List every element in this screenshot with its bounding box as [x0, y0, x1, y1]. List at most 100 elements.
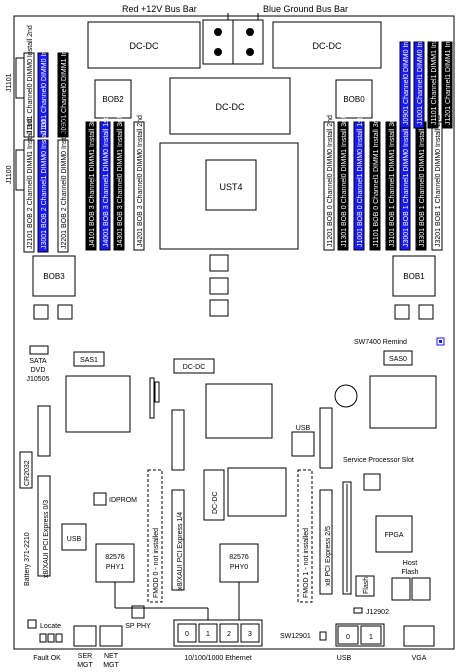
- pcie-slot-25: [319, 489, 333, 595]
- bob2-chip: [94, 79, 132, 119]
- phy1-chip: [95, 543, 135, 583]
- dimm-slot-label: J0901 Channel0 DIMM1 Install 3rd: [61, 26, 68, 134]
- dcdc-top-right: [272, 21, 382, 69]
- ser-mgt-label-1: SER: [78, 653, 92, 660]
- dimm-slot: [353, 121, 365, 251]
- dimm-slot: [57, 139, 69, 253]
- comp-left-1: [33, 304, 49, 320]
- coin-cell: [334, 384, 358, 408]
- bob2-label: BOB2: [102, 95, 124, 104]
- dcdc-center: [169, 77, 291, 135]
- sata-label: SATA: [29, 358, 47, 365]
- bob3-chip: [32, 255, 76, 297]
- side-connector-j1100: [15, 149, 25, 191]
- dimm-slot-label: J1301 BOB 0 Channel0 DIMM1 Install 3rd: [341, 117, 348, 247]
- pcie-upper-14: [171, 409, 185, 471]
- net-mgt-label-2: MGT: [103, 662, 119, 669]
- dcdc-top-right-label: DC-DC: [313, 41, 342, 51]
- dimm-slot-label: J2101 BOB 2 Channel0 DIMM1 Install 3rd: [27, 119, 34, 249]
- sas0-controller: [369, 375, 437, 429]
- sp-component: [363, 473, 381, 491]
- dimm-slot: [337, 121, 349, 251]
- phy0-label: PHY0: [230, 564, 248, 571]
- vga-port: [403, 625, 435, 647]
- ethernet-port-number: 3: [248, 631, 252, 638]
- dimm-slot: [427, 41, 439, 129]
- dimm-slot-label: J3101 BOB 1 Channel1 DIMM1 Install 3rd: [389, 117, 396, 247]
- host-flash-label-2: Flash: [401, 569, 418, 576]
- sata-jref-label: J10505: [27, 376, 50, 383]
- locate-led: [27, 619, 37, 629]
- dcdc-mid: [173, 358, 215, 374]
- pcie-upper-25: [319, 407, 333, 469]
- ethernet-port-number: 1: [206, 631, 210, 638]
- red-bus-bar-label: Red +12V Bus Bar: [122, 4, 197, 14]
- j12902-connector: [353, 607, 363, 614]
- sas1-connector: [73, 351, 105, 367]
- fpga-label: FPGA: [384, 532, 403, 539]
- bob1-label: BOB1: [403, 272, 425, 281]
- pcie-14-label: x8/XAUI PCI Express 1/4: [177, 512, 184, 590]
- dimm-slot: [441, 41, 453, 129]
- j12902-label: J12902: [366, 609, 389, 616]
- dimm-slot-label: J1001 Channel1 DIMM0 Install 1st: [417, 18, 424, 125]
- dimm-slot: [57, 52, 69, 138]
- dimm-slot-label: J1101 Channel0 DIMM0 Install 2nd: [27, 25, 34, 134]
- fmod0-label: FMOD 0 - not installed: [153, 528, 160, 598]
- usb-internal-center-label: USB: [296, 425, 311, 432]
- sas0-label: SAS0: [389, 356, 407, 363]
- bracket-piece: [149, 377, 155, 419]
- dimm-slot-label: J1101 Channel1 DIMM1 Install 3rd: [431, 18, 438, 125]
- usb-port-number: 0: [346, 634, 350, 641]
- dimm-slot-label: J1201 Channel1 DIMM1 Install 3rd: [445, 17, 452, 125]
- comp-right-2: [418, 304, 434, 320]
- idprom-chip: [93, 492, 107, 506]
- sp-flash-label: Flash: [363, 577, 370, 594]
- dimm-slot-label: J4101 BOB 3 Channel1 DIMM1 Install 3rd: [89, 117, 96, 247]
- side-connector-j1101: [15, 57, 25, 99]
- ethernet-port: [240, 623, 260, 643]
- cpu-die: [205, 159, 257, 211]
- dcdc-top-left-label: DC-DC: [130, 41, 159, 51]
- side-j1100-label: J1100: [6, 165, 13, 184]
- phy0-chip: [219, 543, 259, 583]
- usb-internal-left: [61, 523, 87, 551]
- locate-label: Locate: [40, 623, 61, 630]
- dimm-slot: [37, 139, 49, 253]
- dimm-slot: [369, 121, 381, 251]
- dcdc-center-label: DC-DC: [216, 102, 245, 112]
- dimm-slot-label: J0901 Channel0 DIMM0 Install 1st: [403, 18, 410, 125]
- idprom-label: IDPROM: [109, 497, 137, 504]
- sw7400-label: SW7400 Remind: [354, 339, 407, 346]
- pcie-upper-0: [37, 405, 51, 457]
- bracket-piece-2: [154, 381, 160, 403]
- ok-led: [47, 633, 55, 643]
- dcdc-vertical: [203, 469, 225, 521]
- dimm-slot: [23, 52, 35, 138]
- dimm-slot: [85, 121, 97, 251]
- host-flash-chip-1: [391, 577, 411, 601]
- sas0-connector: [383, 350, 413, 366]
- phy1-model: 82576: [105, 554, 125, 561]
- ethernet-label: 10/100/1000 Ethernet: [184, 655, 251, 662]
- cap-2: [209, 277, 229, 295]
- sas1-controller: [65, 375, 131, 433]
- battery-label: Battery 371-2210: [24, 532, 31, 586]
- usb-internal-center: [291, 431, 315, 457]
- dimm-slot-label: J2201 BOB 2 Channel0 DIMM0 Install 2nd: [61, 117, 68, 249]
- fmod0-slot: [147, 469, 163, 603]
- cap-1: [209, 254, 229, 272]
- dimm-slot-label: J3001 BOB 1 Channel1 DIMM0 Install 1st: [403, 117, 410, 247]
- dimm-slot-label: J3201 BOB 1 Channel0 DIMM0 Install 2nd: [435, 115, 442, 247]
- ethernet-port: [177, 623, 197, 643]
- fmod1-slot: [297, 469, 313, 603]
- cap-3: [209, 299, 229, 317]
- dimm-slot-label: J4301 BOB 3 Channel0 DIMM1 Install 3rd: [117, 117, 124, 247]
- usb-bottom-label: USB: [337, 655, 352, 662]
- ethernet-port-number: 0: [185, 631, 189, 638]
- network-controller-chip: [227, 467, 287, 517]
- cr2032-holder: [19, 451, 33, 489]
